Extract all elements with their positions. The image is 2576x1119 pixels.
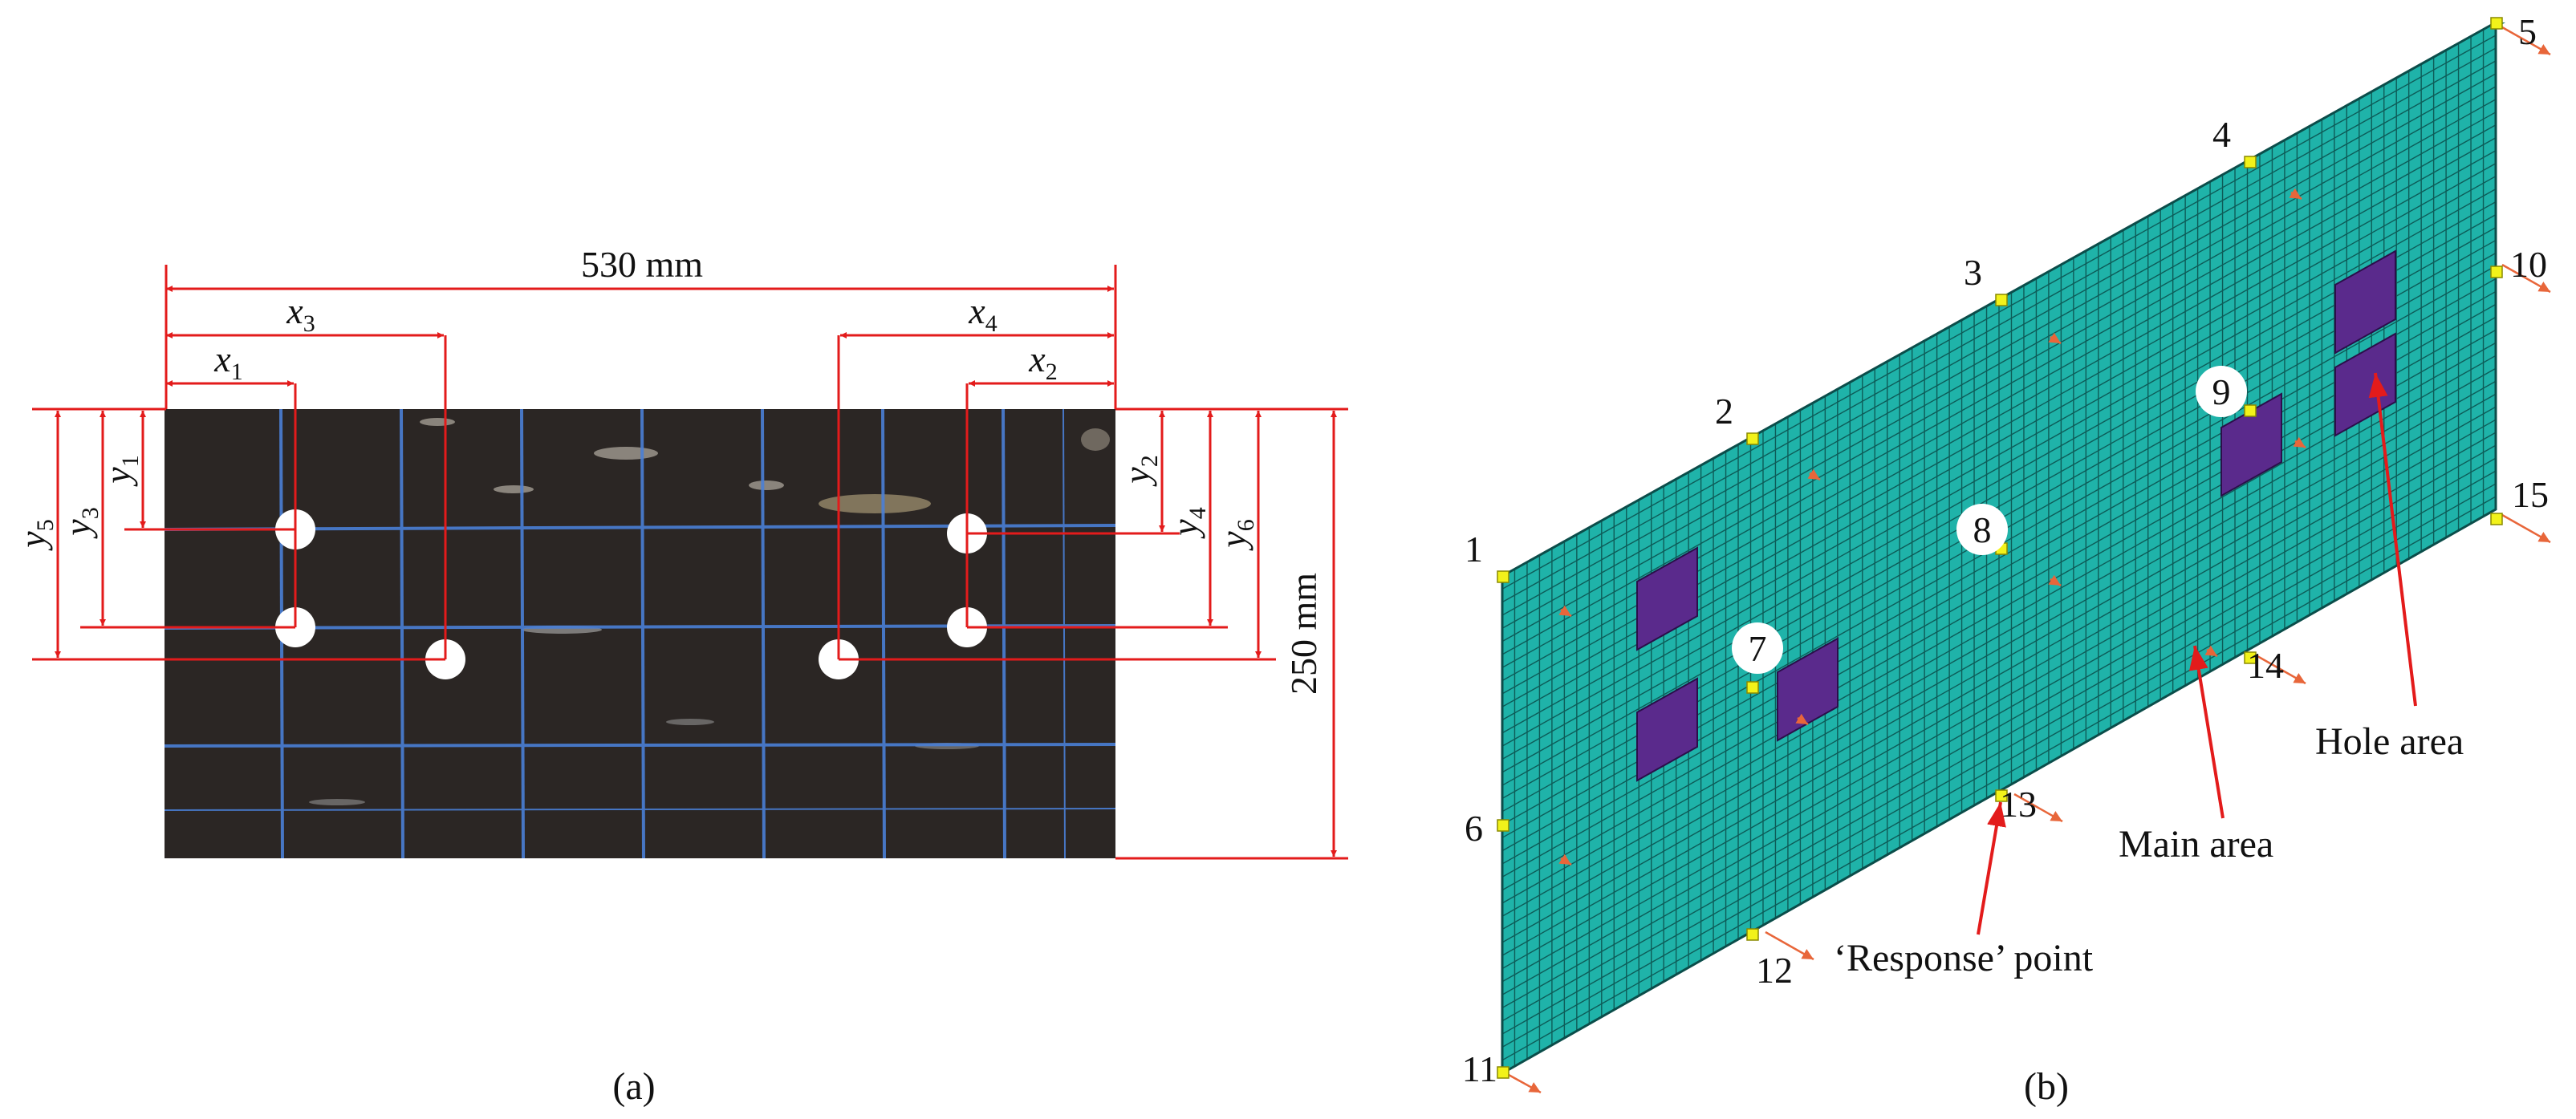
dim-y3: y3	[57, 507, 104, 538]
mesh-row-line	[1501, 406, 2497, 970]
mesh-row-line	[1501, 329, 2497, 891]
mesh-row-line	[1501, 355, 2497, 917]
node-12	[1746, 928, 1759, 941]
hole-area-label: Hole area	[2315, 720, 2464, 763]
node-label-10: 10	[2510, 244, 2547, 285]
response-point-arrow	[1977, 801, 2006, 935]
hole-area-2	[1636, 677, 1698, 782]
panel-a: 530 mm x3 x1 x4 x2 y1 y3 y5 y2 y4 y6 250…	[12, 244, 1348, 1108]
mesh-row-line	[1501, 470, 2497, 1035]
node-label-2: 2	[1715, 391, 1733, 432]
node-label-9: 9	[2212, 371, 2231, 412]
node-11	[1497, 1066, 1509, 1079]
node-label-11: 11	[1462, 1048, 1497, 1089]
panel-b: 1 2 3 4 5 6 7 8 9 10 11 12 13 14 15 ‘Res…	[1462, 11, 2551, 1108]
hole-area-5	[2334, 249, 2396, 355]
mesh-row-line	[1501, 380, 2497, 943]
mesh-row-line	[1501, 34, 2497, 590]
node-10	[2490, 266, 2503, 278]
mesh-row-line	[1501, 367, 2497, 930]
node-label-3: 3	[1964, 252, 1982, 293]
mesh-row-line	[1501, 86, 2497, 643]
mesh-row-line	[1501, 213, 2497, 773]
dim-y4: y4	[1164, 507, 1211, 538]
node-15	[2490, 513, 2503, 525]
mesh-row-line	[1501, 393, 2497, 956]
hole-area-1	[1636, 546, 1698, 651]
dim-x1: x1	[213, 339, 242, 385]
mesh-row-line	[1501, 303, 2497, 865]
dim-x4: x4	[968, 290, 997, 337]
load-arrows	[1508, 26, 2551, 1094]
main-area-arrow	[2188, 645, 2225, 819]
caption-b: (b)	[2024, 1065, 2069, 1108]
mesh-lines	[1501, 29, 2497, 1067]
node-3	[1995, 294, 2008, 306]
node-label-4: 4	[2212, 114, 2231, 155]
node-9	[2244, 404, 2257, 417]
plate-texture	[309, 418, 1110, 805]
dim-x3: x3	[286, 290, 315, 337]
caption-a: (a)	[612, 1065, 655, 1108]
node-label-8: 8	[1973, 509, 1992, 550]
dim-y5: y5	[12, 519, 59, 550]
node-label-6: 6	[1465, 808, 1483, 849]
mesh-row-line	[1501, 226, 2497, 786]
node-5	[2490, 17, 2503, 30]
node-4	[2244, 156, 2257, 168]
dim-y1: y1	[97, 455, 144, 486]
node-1	[1497, 570, 1509, 583]
mesh-row-line	[1501, 189, 2497, 747]
node-label-7: 7	[1749, 628, 1767, 669]
node-label-circles	[1732, 366, 2247, 674]
dimension-lines	[32, 265, 1348, 860]
mesh-row-line	[1501, 444, 2497, 1009]
hole-area-arrow	[2368, 372, 2417, 707]
mesh-row-line	[1501, 47, 2497, 603]
mesh-row-line	[1501, 176, 2497, 734]
hole-area-3	[1777, 637, 1839, 742]
node-label-15: 15	[2512, 474, 2549, 515]
hole-area-4	[2220, 392, 2282, 497]
mesh-row-line	[1501, 419, 2497, 983]
node-label-13: 13	[2000, 784, 2037, 825]
response-point-label: ‘Response’ point	[1834, 937, 2094, 979]
mesh-row-line	[1501, 457, 2497, 1022]
node-7	[1746, 681, 1759, 694]
node-6	[1497, 819, 1509, 832]
mesh-row-line	[1501, 342, 2497, 904]
node-2	[1746, 432, 1759, 445]
dim-530mm: 530 mm	[581, 244, 703, 285]
dim-y6: y6	[1213, 519, 1259, 550]
node-label-1: 1	[1465, 529, 1483, 570]
mesh-row-line	[1501, 496, 2497, 1061]
node-14	[2244, 651, 2257, 664]
dim-250mm: 250 mm	[1283, 573, 1324, 695]
node-13	[1995, 789, 2008, 802]
mesh-row-line	[1501, 73, 2497, 629]
nodes	[1497, 17, 2503, 1079]
mesh-row-line	[1501, 201, 2497, 760]
node-labels: 1 2 3 4 5 6 7 8 9 10 11 12 13 14 15	[1462, 11, 2549, 1089]
mesh-row-line	[1501, 316, 2497, 878]
node-label-12: 12	[1756, 950, 1793, 991]
annotation-arrows	[1977, 372, 2417, 935]
node-label-5: 5	[2518, 11, 2537, 52]
mesh-row-line	[1501, 432, 2497, 995]
main-area-label: Main area	[2119, 823, 2273, 866]
mesh-row-line	[1501, 60, 2497, 616]
dim-y2: y2	[1116, 455, 1163, 486]
node-label-14: 14	[2247, 645, 2284, 686]
dim-x2: x2	[1028, 339, 1057, 385]
mesh-row-line	[1501, 483, 2497, 1048]
mesh-row-line	[1501, 99, 2497, 655]
